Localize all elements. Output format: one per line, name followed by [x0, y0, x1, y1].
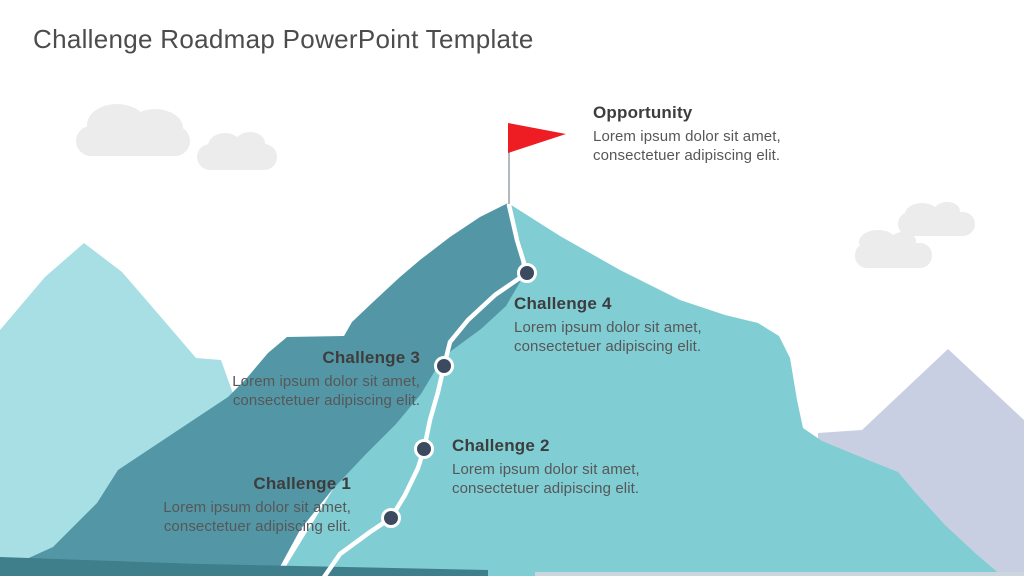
challenge-3-label: Challenge 3 [322, 348, 420, 367]
challenge-4-block: Challenge 4 Lorem ipsum dolor sit amet, … [514, 294, 726, 356]
page-title: Challenge Roadmap PowerPoint Template [33, 24, 534, 54]
opportunity-block: Opportunity Lorem ipsum dolor sit amet, … [593, 103, 808, 165]
challenge-1-block: Challenge 1 Lorem ipsum dolor sit amet, … [121, 474, 351, 536]
challenge-4-desc: Lorem ipsum dolor sit amet, consectetuer… [514, 319, 702, 355]
roadmap-path [322, 202, 530, 576]
opportunity-label: Opportunity [593, 103, 693, 122]
challenge-3-block: Challenge 3 Lorem ipsum dolor sit amet, … [190, 348, 420, 410]
milestone-dot-challenge-2 [414, 439, 434, 459]
bottom-ground-strip [535, 572, 1024, 576]
challenge-4-label: Challenge 4 [514, 294, 612, 313]
cloud-icon [898, 202, 975, 236]
opportunity-desc: Lorem ipsum dolor sit amet, consectetuer… [593, 128, 781, 164]
challenge-3-desc: Lorem ipsum dolor sit amet, consectetuer… [232, 373, 420, 409]
milestone-dot-challenge-1 [381, 508, 401, 528]
cloud-icon [855, 230, 932, 268]
cloud-icon [197, 132, 277, 170]
red-flag-icon [508, 123, 566, 153]
challenge-1-desc: Lorem ipsum dolor sit amet, consectetuer… [163, 499, 351, 535]
milestone-dot-challenge-4 [517, 263, 537, 283]
challenge-2-desc: Lorem ipsum dolor sit amet, consectetuer… [452, 461, 640, 497]
challenge-2-label: Challenge 2 [452, 436, 550, 455]
main-mountain-shadow-face [0, 203, 522, 576]
milestone-dot-challenge-3 [434, 356, 454, 376]
cloud-icon [76, 104, 190, 156]
challenge-1-label: Challenge 1 [253, 474, 351, 493]
bottom-ridge-strip [0, 557, 488, 576]
challenge-2-block: Challenge 2 Lorem ipsum dolor sit amet, … [452, 436, 664, 498]
